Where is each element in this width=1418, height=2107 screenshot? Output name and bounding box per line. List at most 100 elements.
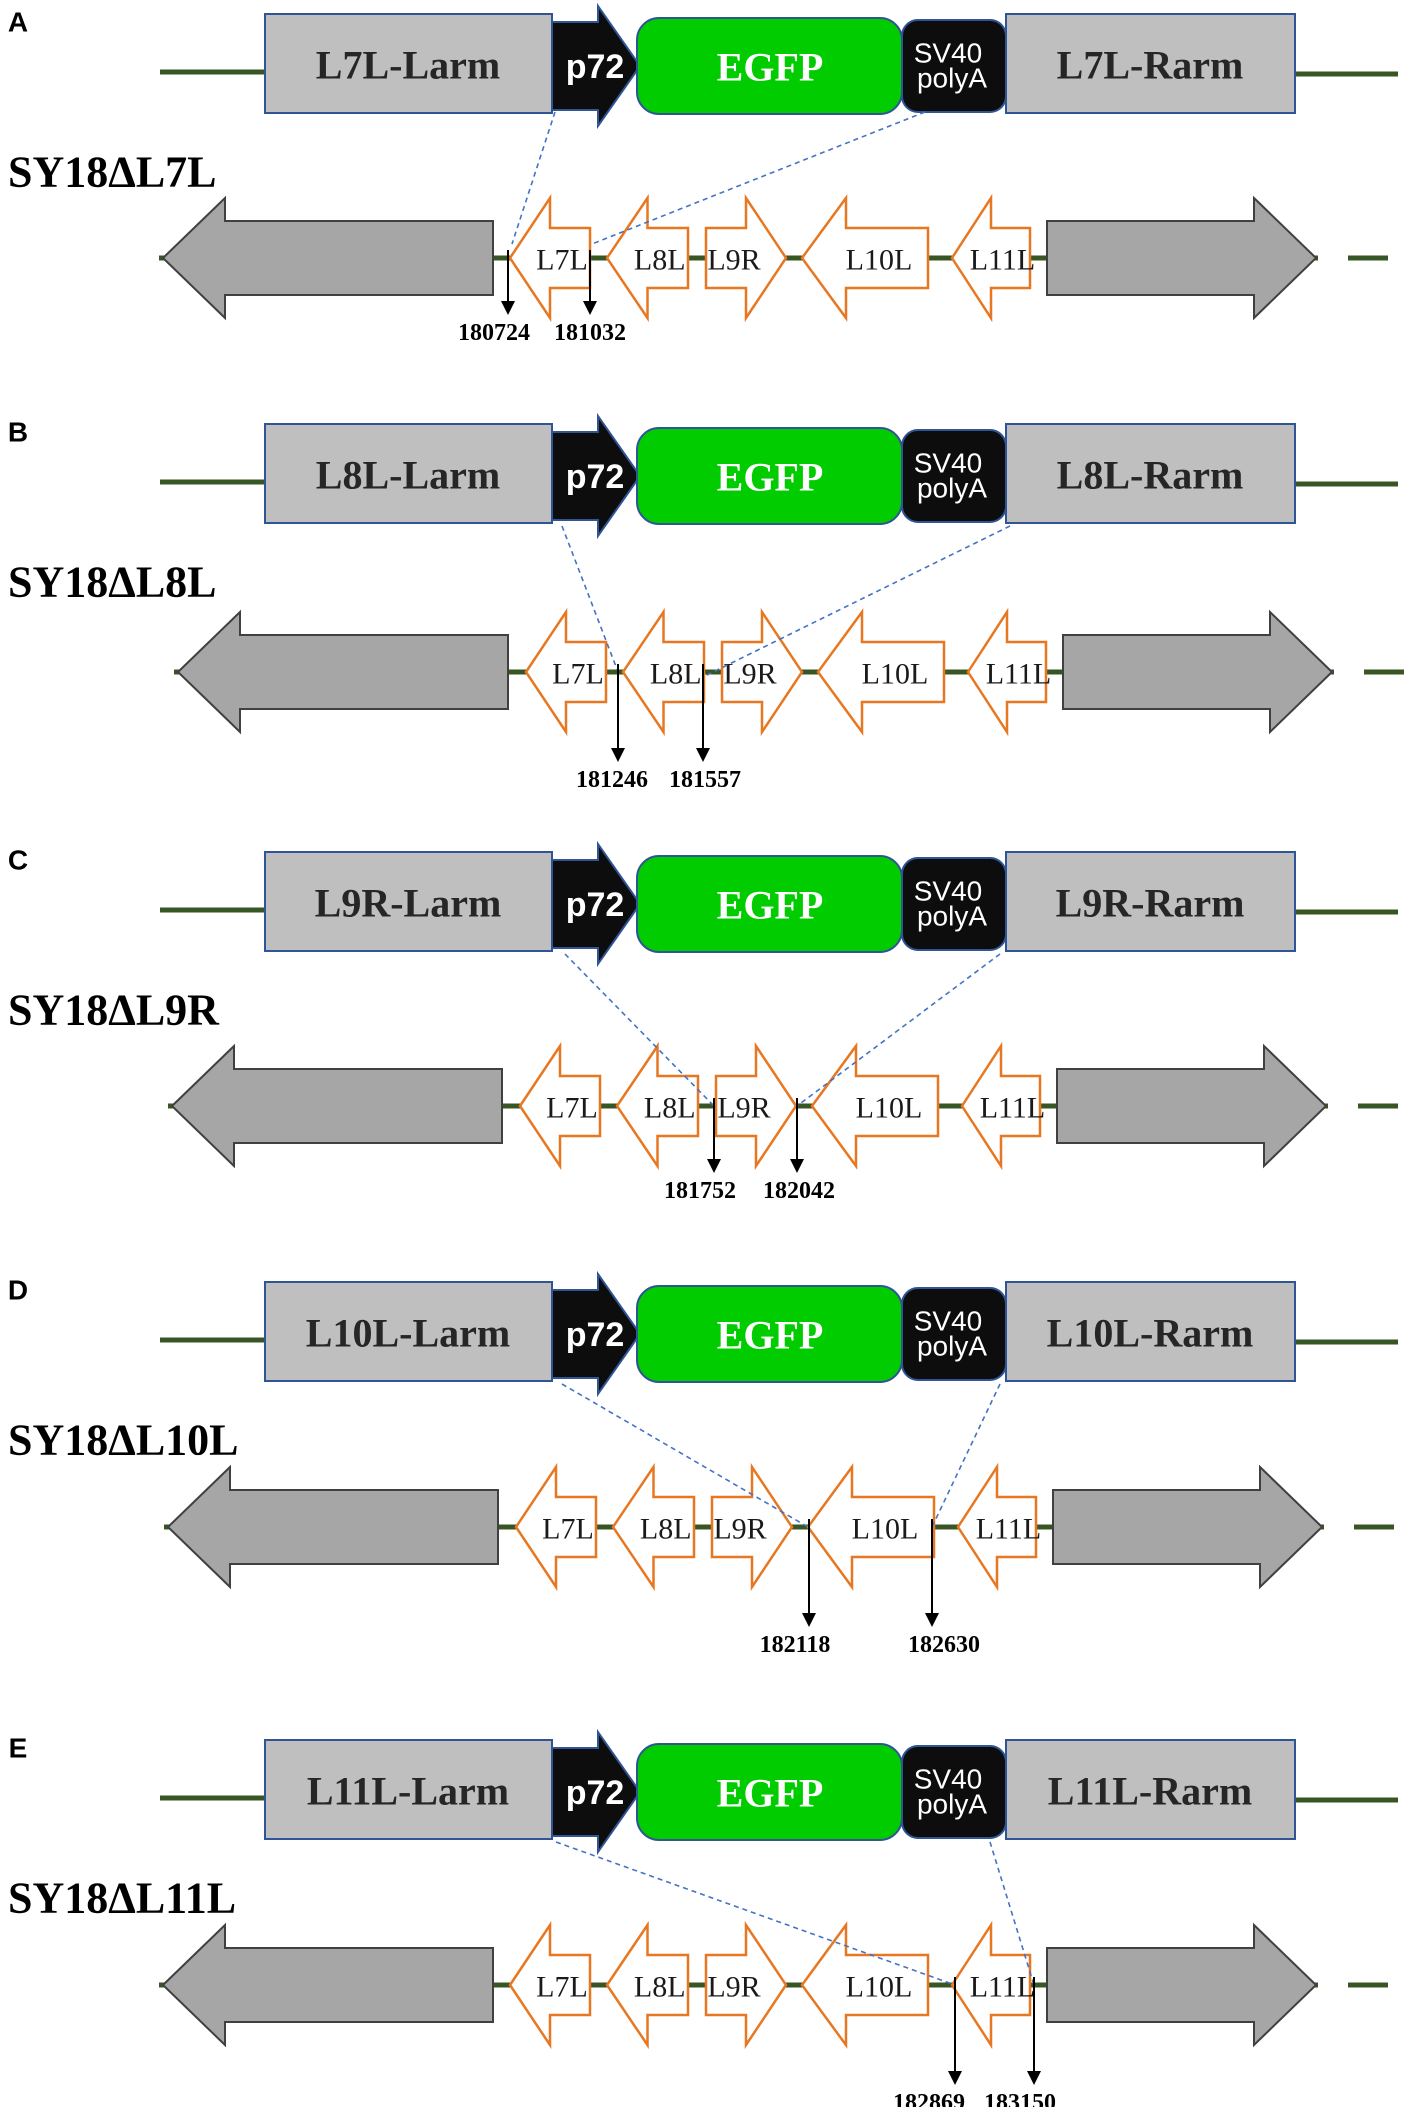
genome-position-label: 181246 xyxy=(576,767,648,793)
right-arm-label: L10L-Rarm xyxy=(1047,1311,1254,1356)
gene-label: L8L xyxy=(644,1092,696,1125)
marker-arrowhead xyxy=(696,748,710,762)
gene-arrow-l10l xyxy=(800,1921,930,2049)
gene-label: L8L xyxy=(634,1971,686,2004)
promoter-label: p72 xyxy=(566,48,625,86)
egfp-label: EGFP xyxy=(717,1771,824,1816)
gene-label: L9R xyxy=(707,1971,760,2004)
right-flanking-gene-arrow xyxy=(1062,609,1334,735)
gene-arrow-l11l xyxy=(950,1920,1032,2050)
genome-position-label: 181752 xyxy=(664,1178,736,1204)
marker-arrowhead xyxy=(583,301,597,315)
gene-arrow-l7l xyxy=(514,1462,598,1592)
left-homology-arm xyxy=(264,13,553,114)
polya-label-line2: polyA xyxy=(917,63,987,94)
gene-label: L10L xyxy=(852,1513,919,1546)
polya-label-line2: polyA xyxy=(917,473,987,504)
right-arm-projection-line xyxy=(702,525,1011,678)
right-flanking-gene-arrow xyxy=(1046,195,1318,321)
polya-label-line1: SV40 xyxy=(914,1306,983,1337)
marker-arrowhead xyxy=(948,2071,962,2085)
gene-label: L10L xyxy=(846,244,913,277)
gene-arrow-l7l xyxy=(524,607,608,737)
gene-arrow-l8l xyxy=(611,1462,696,1592)
left-flanking-gene-arrow xyxy=(166,1464,499,1590)
gene-label: L8L xyxy=(650,658,702,691)
gene-label: L7L xyxy=(552,658,604,691)
left-arm-label: L8L-Larm xyxy=(316,453,500,498)
right-flanking-gene-arrow xyxy=(1046,1922,1318,2048)
genome-position-label: 182042 xyxy=(763,1178,835,1204)
gene-arrow-l9r xyxy=(720,607,804,737)
gene-label: L11L xyxy=(970,1971,1036,2004)
genome-position-label: 181557 xyxy=(669,767,741,793)
gene-arrow-l8l xyxy=(615,1041,700,1171)
panel-letter: D xyxy=(8,1275,28,1306)
p72-promoter-arrow xyxy=(551,1270,642,1398)
gene-label: L7L xyxy=(536,1971,588,2004)
gene-arrow-l9r xyxy=(704,1920,788,2050)
gene-arrow-l10l xyxy=(806,1463,936,1591)
gene-label: L7L xyxy=(546,1092,598,1125)
panel-letter: A xyxy=(8,7,28,38)
gene-label: L8L xyxy=(640,1513,692,1546)
gene-label: L11L xyxy=(976,1513,1042,1546)
p72-promoter-arrow xyxy=(551,1728,642,1856)
right-homology-arm xyxy=(1005,13,1296,114)
gene-label: L7L xyxy=(542,1513,594,1546)
marker-arrowhead xyxy=(790,1159,804,1173)
right-homology-arm xyxy=(1005,851,1296,952)
genome-position-label: 182630 xyxy=(908,1632,980,1658)
promoter-label: p72 xyxy=(566,1774,625,1812)
right-homology-arm xyxy=(1005,1739,1296,1840)
genome-position-label: 183150 xyxy=(984,2090,1056,2107)
left-arm-label: L9R-Larm xyxy=(315,881,502,926)
left-homology-arm xyxy=(264,1739,553,1840)
left-flanking-gene-arrow xyxy=(161,195,494,321)
gene-label: L11L xyxy=(970,244,1036,277)
gene-label: L11L xyxy=(986,658,1052,691)
gene-arrow-l9r xyxy=(710,1462,794,1592)
right-arm-label: L7L-Rarm xyxy=(1057,43,1244,88)
polya-label-line1: SV40 xyxy=(914,448,983,479)
polya-label-line2: polyA xyxy=(917,1331,987,1362)
polya-label-line1: SV40 xyxy=(914,1764,983,1795)
gene-label: L11L xyxy=(980,1092,1046,1125)
promoter-label: p72 xyxy=(566,886,625,924)
gene-label: L7L xyxy=(536,244,588,277)
gene-arrow-l10l xyxy=(816,608,946,736)
gene-label: L10L xyxy=(862,658,929,691)
egfp-label: EGFP xyxy=(717,45,824,90)
strain-name: SY18ΔL11L xyxy=(8,1874,236,1923)
egfp-label: EGFP xyxy=(717,883,824,928)
gene-arrow-l7l xyxy=(518,1041,602,1171)
left-arm-label: L7L-Larm xyxy=(316,43,500,88)
egfp-label: EGFP xyxy=(717,455,824,500)
marker-arrowhead xyxy=(925,1613,939,1627)
marker-arrowhead xyxy=(1027,2071,1041,2085)
right-flanking-gene-arrow xyxy=(1056,1043,1328,1169)
gene-arrow-l8l xyxy=(605,1920,690,2050)
gene-arrow-l11l xyxy=(966,607,1048,737)
left-flanking-gene-arrow xyxy=(170,1043,503,1169)
right-arm-projection-line xyxy=(796,953,1001,1107)
marker-arrowhead xyxy=(802,1613,816,1627)
strain-name: SY18ΔL9R xyxy=(8,986,220,1035)
polya-label-line1: SV40 xyxy=(914,876,983,907)
left-arm-projection-line xyxy=(561,1383,809,1528)
egfp-label: EGFP xyxy=(717,1313,824,1358)
left-homology-arm xyxy=(264,423,553,524)
marker-arrowhead xyxy=(501,301,515,315)
promoter-label: p72 xyxy=(566,1316,625,1354)
marker-arrowhead xyxy=(707,1159,721,1173)
polya-label-line2: polyA xyxy=(917,1789,987,1820)
polya-label-line1: SV40 xyxy=(914,38,983,69)
genome-position-label: 180724 xyxy=(458,320,530,346)
right-arm-projection-line xyxy=(989,1841,1035,1986)
panel-letter: E xyxy=(9,1733,28,1764)
gene-arrow-l11l xyxy=(950,193,1032,323)
p72-promoter-arrow xyxy=(551,2,642,130)
gene-arrow-l7l xyxy=(508,1920,592,2050)
